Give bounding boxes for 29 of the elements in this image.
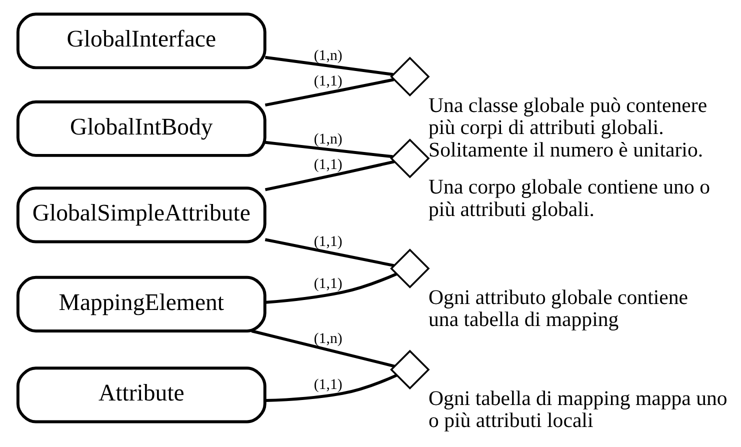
connector (264, 78, 394, 107)
node-label: Una corpo globale contiene uno o più attributi globali. (428, 174, 710, 221)
node-label: Ogni attributo globale contiene una tabella di mapping (428, 284, 688, 332)
connector (265, 140, 393, 158)
node-box: MappingElement (16, 276, 266, 332)
connector (264, 238, 394, 268)
edge-label: (1,1) (314, 156, 342, 173)
connector (251, 330, 396, 368)
connector (265, 272, 398, 304)
edge-label: (1,1) (314, 234, 342, 250)
node-diamond (390, 350, 430, 390)
node-box: GlobalIntBody (16, 100, 266, 157)
edge-label: (1,n) (314, 132, 342, 148)
connector (264, 56, 394, 76)
edge-label: (1,n) (314, 330, 342, 347)
edge-label: (1,1) (314, 276, 342, 292)
edge-label: (1,1) (314, 376, 342, 393)
node-box: GlobalSimpleAttribute (16, 186, 266, 244)
connector (264, 160, 395, 192)
node-diamond (390, 248, 430, 288)
node-box: GlobalInterface (16, 12, 266, 70)
edge-label: (1,n) (314, 48, 342, 64)
node-box: Attribute (16, 366, 266, 424)
node-diamond (390, 138, 430, 178)
node-label: Una classe globale può contenere più corpi di attributi globali. Solitamente il numero è unitario. (428, 92, 708, 162)
node-diamond (390, 56, 430, 96)
edge-label: (1,1) (314, 74, 342, 90)
node-label: Ogni tabella di mapping mappa uno o più attributi locali (428, 386, 728, 432)
connector (265, 374, 398, 402)
